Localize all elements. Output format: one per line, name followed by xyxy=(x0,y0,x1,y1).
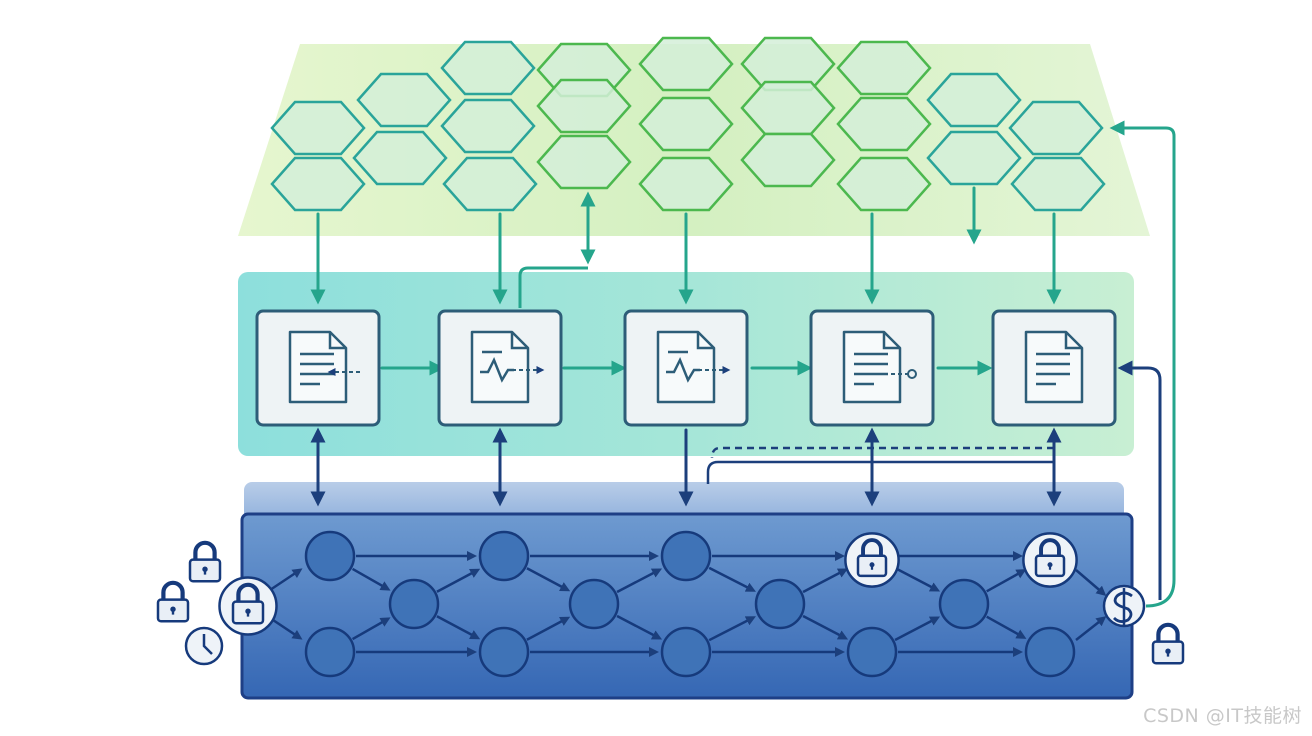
hex-cell xyxy=(440,98,536,154)
lock-icon xyxy=(1151,622,1185,665)
connector-path xyxy=(706,460,1054,484)
network-edge xyxy=(269,568,303,592)
network-edge xyxy=(1075,616,1107,641)
hex-cell xyxy=(440,40,536,96)
network-edge xyxy=(351,567,391,591)
network-edge xyxy=(894,616,941,642)
hex-cell xyxy=(270,156,366,212)
clock-icon xyxy=(184,626,224,666)
network-node xyxy=(304,530,356,582)
network-edge xyxy=(986,569,1027,593)
network-edge xyxy=(526,567,571,592)
hex-cell xyxy=(926,72,1022,128)
hex-cell xyxy=(836,96,932,152)
network-node xyxy=(568,578,620,630)
network-edges xyxy=(269,551,1107,657)
network-edge xyxy=(526,616,571,641)
document-icon xyxy=(1024,330,1084,404)
document-card xyxy=(991,309,1117,427)
hex-cell xyxy=(442,156,538,212)
hex-layer xyxy=(270,36,1106,212)
network-node xyxy=(388,578,440,630)
hex-cell xyxy=(1010,156,1106,212)
network-node xyxy=(304,626,356,678)
document-card xyxy=(809,309,935,427)
document-icon xyxy=(470,330,545,404)
network-edge xyxy=(802,568,849,594)
hex-cell xyxy=(836,40,932,96)
network-edge xyxy=(616,614,663,640)
network-node xyxy=(1024,626,1076,678)
hex-cell xyxy=(536,78,632,134)
lock-icon xyxy=(188,540,222,583)
hex-cell xyxy=(356,72,452,128)
network-node xyxy=(478,530,530,582)
lock-icon xyxy=(218,576,278,636)
document-icon xyxy=(288,330,360,404)
network-edge xyxy=(351,617,391,641)
hex-cell xyxy=(536,134,632,190)
network-node xyxy=(660,530,712,582)
network-edge xyxy=(436,615,481,640)
document-icon xyxy=(842,330,917,404)
document-cards xyxy=(255,309,1117,427)
document-icon xyxy=(656,330,731,404)
connector-path xyxy=(710,446,1054,459)
network-node xyxy=(478,626,530,678)
hex-cell xyxy=(638,156,734,212)
document-card xyxy=(255,309,381,427)
network-edge xyxy=(708,566,756,592)
document-card xyxy=(623,309,749,427)
hex-cell xyxy=(352,130,448,186)
hex-cell xyxy=(740,132,836,188)
hex-cell xyxy=(638,96,734,152)
network-edge xyxy=(616,568,663,594)
lock-icon xyxy=(1022,532,1078,588)
hex-cell xyxy=(270,100,366,156)
network-node xyxy=(938,578,990,630)
dollar-icon xyxy=(1102,584,1146,628)
network-node xyxy=(754,578,806,630)
network-edge xyxy=(894,566,941,592)
hex-cell xyxy=(836,156,932,212)
hex-cell xyxy=(1008,100,1104,156)
network-edge xyxy=(1075,569,1107,596)
network-edge xyxy=(986,615,1027,639)
connector-path xyxy=(518,266,588,308)
watermark: CSDN @IT技能树 xyxy=(1143,705,1302,727)
document-card xyxy=(437,309,563,427)
connectors xyxy=(310,120,1176,608)
network-edge xyxy=(802,614,849,640)
network-edge xyxy=(436,568,481,593)
network-nodes xyxy=(304,530,1076,678)
network-edge xyxy=(708,616,756,642)
lock-icon xyxy=(844,532,900,588)
network-node xyxy=(660,626,712,678)
connector-path xyxy=(1109,120,1176,608)
security-icons xyxy=(156,532,1185,666)
lock-icon xyxy=(156,580,190,623)
network-edge xyxy=(269,616,303,640)
connector-path xyxy=(1117,360,1162,600)
hex-cell xyxy=(926,130,1022,186)
hex-cell xyxy=(638,36,734,92)
network-node xyxy=(846,626,898,678)
